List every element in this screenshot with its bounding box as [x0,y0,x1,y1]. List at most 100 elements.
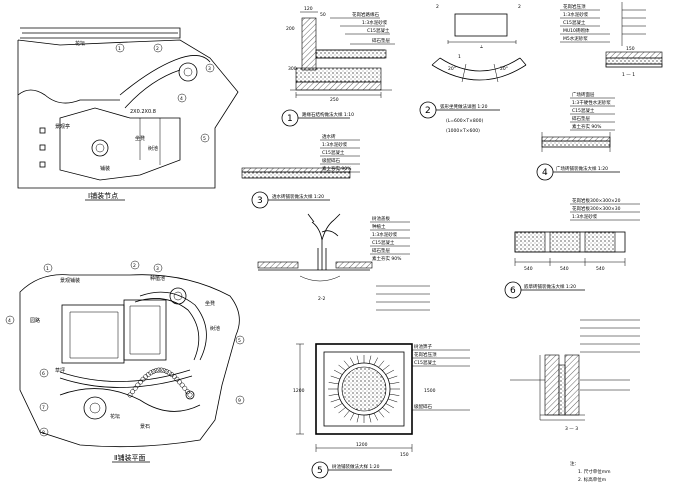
br-0: 注： [570,460,579,467]
grate-ray [389,393,400,396]
grate-ray [373,357,378,366]
plan-top-label-0: 2X0.2X0.8 [130,109,156,115]
shrub-mark [137,379,143,385]
d3-title: 透水砖铺装做法大样 1:20 [272,193,324,200]
grate-ray [385,369,395,375]
svg-text:4: 4 [180,96,183,102]
d6-title: 嵌草砖铺装做法大样 1:20 [524,283,576,290]
tn-5: 素土夯实 90% [372,255,402,262]
d2-marker: 2 [425,106,431,116]
detail-5: 1200 1200 1500 150 树池箅子 花岗岩压顶 C15混凝土 级配碎… [293,343,470,479]
plan-top: 1 2 3 4 5 2X0.2X0.8 景观亭 坐凳 树池 铺装 花坛 Ⅰ铺装节… [17,27,239,201]
d5-note-2: C15混凝土 [414,359,437,366]
d3-note-0: 透水砖 [322,133,336,140]
grate-ray [368,414,372,423]
grate-ray [387,398,398,403]
d1-note-2: C15混凝土 [367,27,390,34]
d1-dim-4: 200 [286,26,295,32]
plan-bottom-label-7: 景石 [140,423,150,430]
plan-top-title: Ⅰ铺装节点 [88,191,118,200]
plan-top-label-2: 坐凳 [135,135,145,142]
grate-ray [343,410,350,418]
grate-ray [328,382,339,385]
plan-bottom-label-0: 景观铺装 [60,277,80,284]
shrub-mark [145,372,151,378]
d6-dim-1: 540 [560,266,569,272]
rn-0: 花岗岩压顶 [563,3,586,10]
grate-ray [387,375,398,380]
svg-text:1: 1 [118,46,121,52]
d6-note-0: 花岗岩板300×300×20 [572,197,621,204]
d5-dim-2: 1500 [424,388,436,394]
d5-note-3: 级配碎石 [414,403,432,410]
plan-bottom-label-3: 园路 [30,317,40,324]
tn-3: C15混凝土 [372,239,395,246]
plan-bottom-label-2: 坐凳 [205,300,215,307]
plan-bottom-label-5: 草坪 [55,367,65,374]
plan-bottom-label-1: 种植池 [150,275,165,282]
plan-top-label-5: 花坛 [75,40,85,47]
svg-text:2: 2 [156,46,159,52]
d5-dim-1: 1200 [293,388,305,394]
d3-marker: 3 [257,196,263,206]
plan-top-label-3: 树池 [148,145,158,152]
d5-note-0: 树池箅子 [414,343,432,350]
d1-dim-2: 300 [288,66,297,72]
d4-note-4: 素土夯实 90% [572,123,602,130]
grate-ray [328,393,339,396]
shrub-mark [156,367,162,373]
d2-dim-0: 20° [448,66,456,72]
grate-ray [350,357,355,366]
d5-dim-0: 1200 [356,442,368,448]
svg-text:2: 2 [518,4,521,10]
rn-4: M5水泥砂浆 [563,35,588,42]
section-2-2: 树池盖板 种植土 1:3水泥砂浆 C15混凝土 碎石垫层 素土夯实 90% 2-… [257,213,430,311]
shrub-mark [164,368,169,374]
shrub-mark [166,370,172,376]
br-2: 2. 标高单位m [578,476,606,483]
grate-ray [333,403,343,409]
shrub-mark [130,389,136,395]
d1-dim-0: 120 [304,6,313,12]
d2-note-1: (1000×T×600) [446,128,480,134]
grate-ray [356,355,360,364]
d1-note-3: 碎石垫层 [372,37,390,44]
grate-ray [343,360,350,368]
d1-dim-1: 50 [320,12,326,18]
detail-4: 广场砖面层 1:3干硬性水泥砂浆 C15混凝土 碎石垫层 素土夯实 90% 4 … [536,91,620,181]
s22: 2-2 [318,296,325,302]
d6-note-2: 1:3水泥砂浆 [572,213,598,220]
d1-note-1: 1:3水泥砂浆 [362,19,388,26]
shrub-mark [153,368,159,373]
d4-note-0: 广场砖面层 [572,91,595,98]
d5-title: 树池铺装做法大样 1:20 [332,463,380,470]
d5-marker: 5 [317,466,323,476]
shrub-mark [140,376,146,382]
d2-dim-2: 1 [458,54,461,60]
grate-ray [378,360,385,368]
d4-marker: 4 [542,168,548,178]
d4-note-3: 碎石垫层 [572,115,590,122]
detail-3: 透水砖 1:3水泥砂浆 C15混凝土 级配碎石 素土夯实 90% 3 透水砖铺装… [241,133,360,209]
grate-ray [373,412,378,421]
d1-dim-3: 250 [330,97,339,103]
plan-top-label-4: 铺装 [100,165,110,172]
d3-note-1: 1:3水泥砂浆 [322,141,348,148]
s150: 150 [626,46,635,52]
d4-title: 广场砖铺装做法大样 1:20 [556,165,608,172]
d3-note-2: C15混凝土 [322,149,345,156]
svg-text:9: 9 [238,398,241,404]
detail-6: 540 540 540 花岗岩板300×300×20 花岗岩板300×300×3… [504,197,640,299]
tn-2: 1:3水泥砂浆 [372,231,398,238]
d2-dim-1: 20° [500,66,508,72]
rn-3: MU10砖砌体 [563,27,590,34]
shrub-mark [161,368,167,373]
d5-note-1: 花岗岩压顶 [414,351,437,358]
shrub-mark [174,376,180,382]
plan-bottom-label-6: 花坛 [110,413,120,420]
plan-top-label-1: 景观亭 [55,123,70,130]
shrub-mark [135,382,141,388]
detail-1: 120 50 300 250 200 花岗岩路缘石 1:3水泥砂浆 C15混凝土… [281,6,395,127]
d3-note-3: 级配碎石 [322,157,340,164]
